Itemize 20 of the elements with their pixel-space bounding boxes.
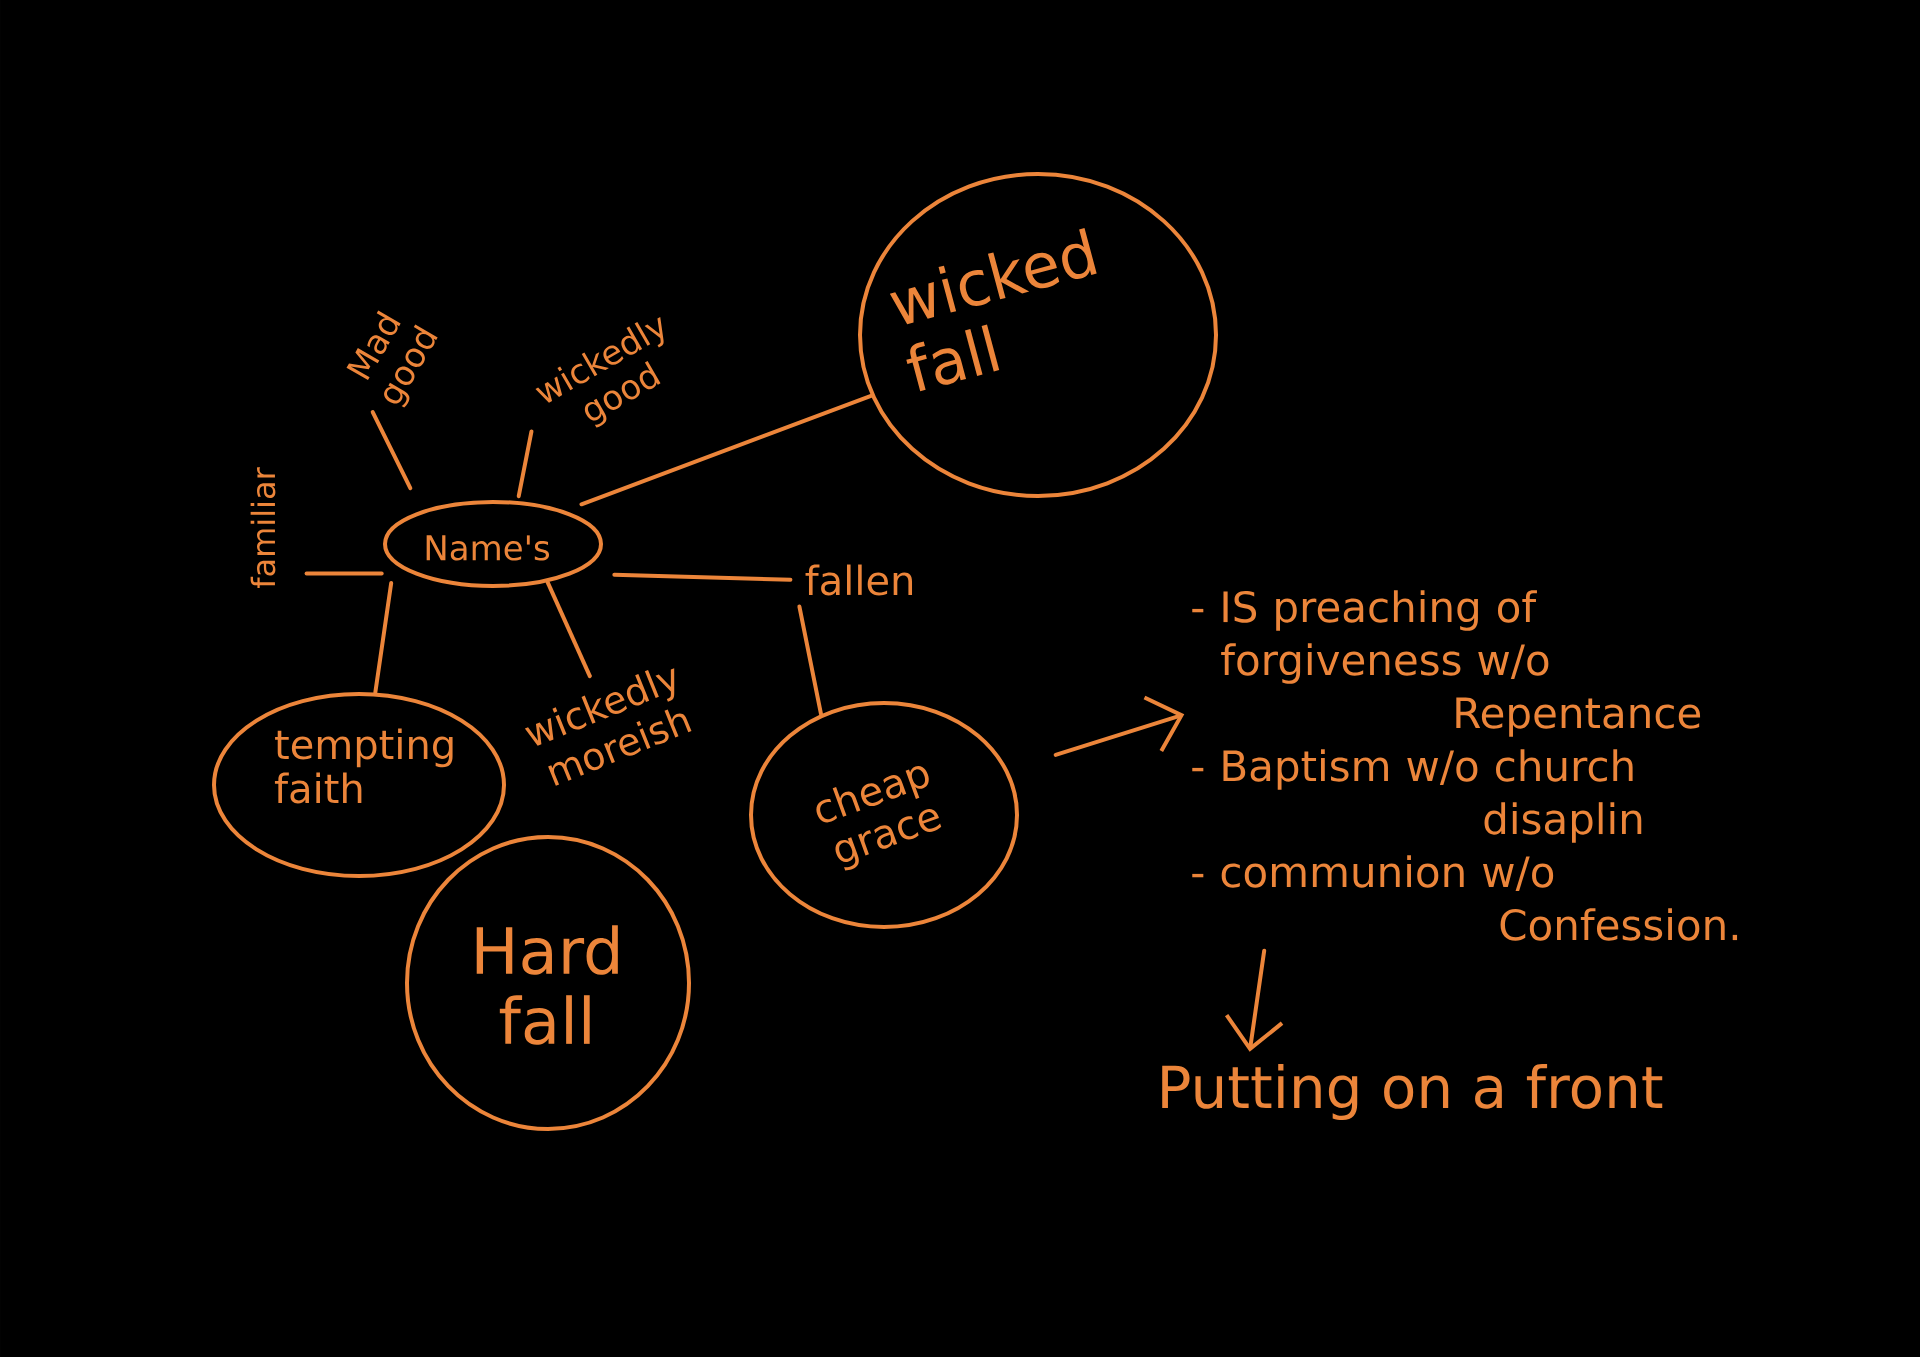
ellipse-node: tempting faith [212, 692, 506, 878]
list-item: - communion w/o Confession. [1192, 855, 1738, 941]
conclusion-text: Putting on a front [1162, 1063, 1663, 1121]
ellipse-node: Name's [383, 500, 603, 588]
branch-label: fallen [805, 564, 912, 596]
connector-line [545, 580, 592, 679]
connector-line [516, 429, 534, 499]
ellipse-node: wicked fall [858, 172, 1218, 498]
ellipse-node: cheap grace [749, 701, 1019, 929]
connector-line [579, 393, 873, 507]
connector-line [612, 572, 793, 582]
connector-line [373, 581, 394, 695]
list-item: - IS preaching of forgiveness w/o Repentance [1192, 590, 1701, 737]
connector-line [370, 410, 413, 491]
arrow [1053, 695, 1185, 757]
list-item: - Baptism w/o church disaplin [1192, 749, 1642, 843]
connector-line [797, 604, 823, 717]
ellipse-node: Hard fall [405, 835, 691, 1131]
branch-label: familiar [250, 467, 276, 588]
connector-line [304, 571, 384, 576]
